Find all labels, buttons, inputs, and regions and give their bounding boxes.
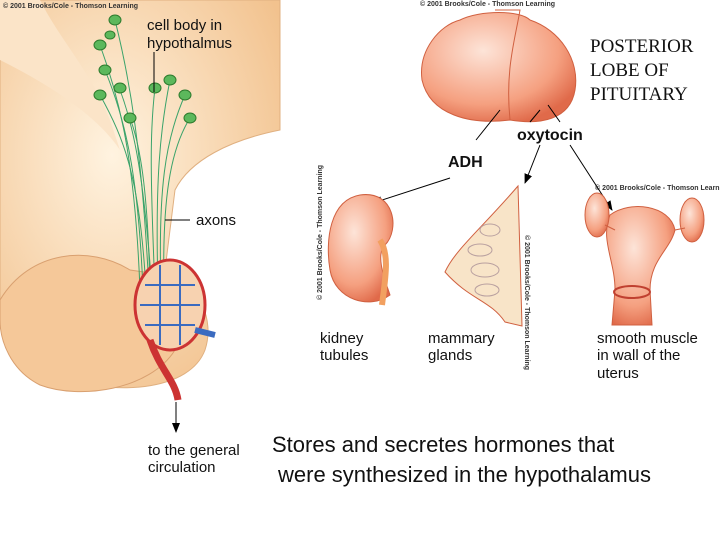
hypothalamus-pituitary-illustration [0, 0, 281, 433]
label-uterus-2: in wall of the [597, 347, 680, 364]
copyright-breast: © 2001 Brooks/Cole - Thomson Learning [523, 235, 531, 370]
label-kidney-1: kidney [320, 330, 364, 347]
kidney-illustration [327, 194, 394, 303]
label-mammary-2: glands [428, 347, 472, 364]
uterus-illustration [584, 192, 705, 326]
cell-bodies [93, 14, 197, 124]
label-uterus-3: uterus [597, 365, 639, 382]
copyright-uterus: © 2001 Brooks/Cole - Thomson Learning [595, 184, 720, 192]
label-uterus-1: smooth muscle [597, 330, 698, 347]
caption-line-2: were synthesized in the hypothalamus [277, 462, 651, 487]
label-mammary-1: mammary [428, 330, 495, 347]
label-cell-body-2: hypothalmus [147, 35, 232, 52]
label-posterior-3: PITUITARY [590, 84, 688, 105]
posterior-pituitary-illustration [421, 9, 577, 123]
label-axons: axons [196, 212, 236, 229]
copyright-top: © 2001 Brooks/Cole - Thomson Learning [420, 0, 555, 8]
label-circulation-1: to the general [148, 442, 240, 459]
label-cell-body-1: cell body in [147, 17, 222, 34]
copyright-left: © 2001 Brooks/Cole - Thomson Learning [3, 2, 138, 10]
label-kidney-2: tubules [320, 347, 368, 364]
neuron-axons [99, 19, 191, 291]
label-posterior-1: POSTERIOR [590, 36, 694, 57]
caption-line-1: Stores and secretes hormones that [272, 432, 614, 457]
label-adh: ADH [448, 154, 483, 171]
label-oxytocin: oxytocin [517, 127, 583, 144]
label-circulation-2: circulation [148, 459, 216, 476]
label-posterior-2: LOBE OF [590, 60, 669, 81]
copyright-kidney: © 2001 Brooks/Cole - Thomson Learning [316, 165, 324, 300]
capillary-bed [133, 258, 216, 401]
